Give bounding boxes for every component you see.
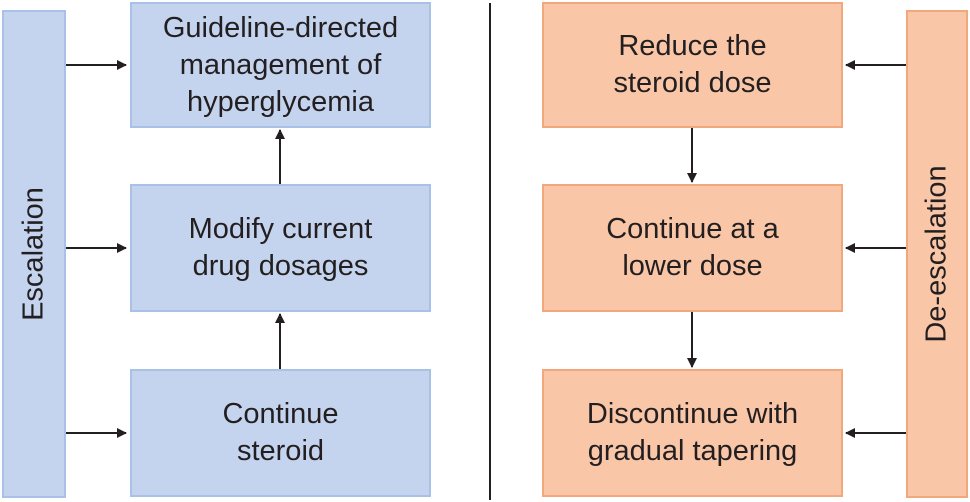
escalation-step-modify: Modify current drug dosages	[130, 184, 431, 312]
deescalation-step-lower: Continue at a lower dose	[542, 184, 843, 312]
escalation-step-continue: Continue steroid	[130, 369, 431, 497]
deescalation-step-reduce: Reduce the steroid dose	[542, 2, 843, 128]
deescalation-step-discontinue: Discontinue with gradual tapering	[542, 369, 843, 497]
escalation-bar: Escalation	[2, 10, 66, 498]
deescalation-bar: De-escalation	[906, 10, 968, 498]
escalation-step-guideline: Guideline-directed management of hypergl…	[130, 2, 431, 128]
